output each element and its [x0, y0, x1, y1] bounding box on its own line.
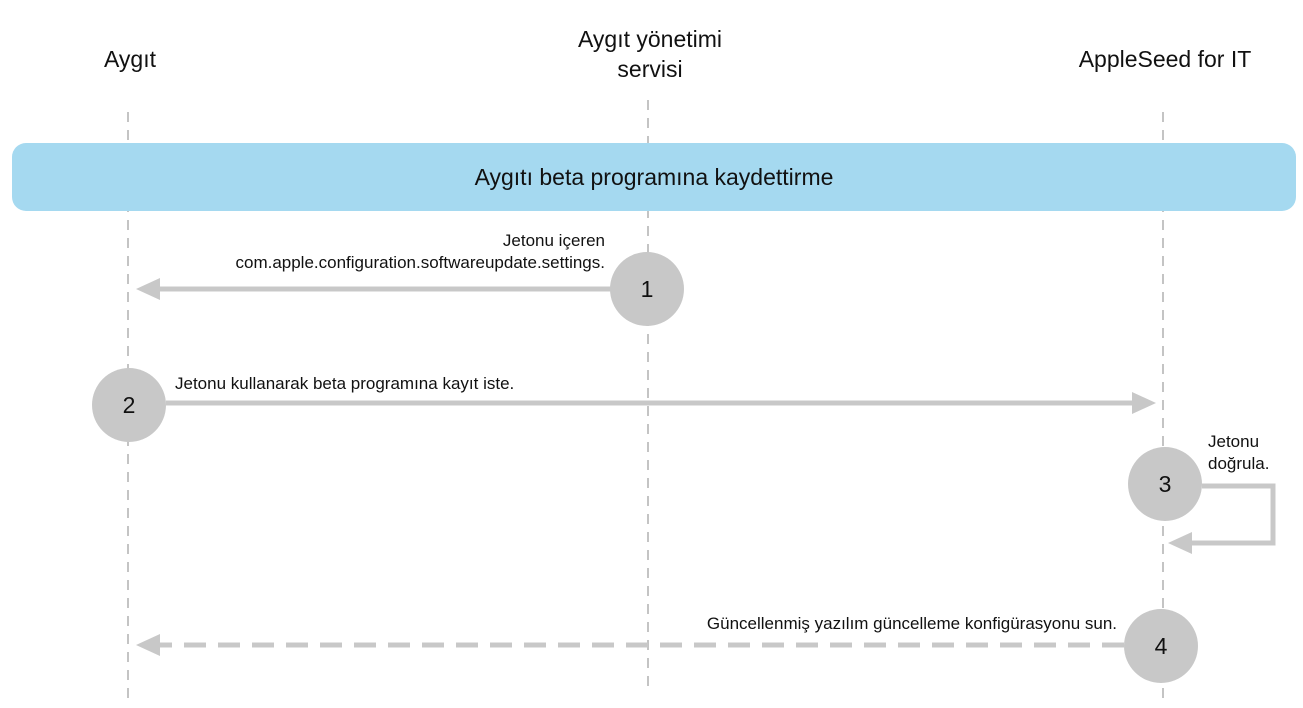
phase-banner: Aygıtı beta programına kaydettirme	[12, 143, 1296, 211]
message-step-1-line1: Jetonu içeren	[502, 231, 605, 250]
step-number-3: 3	[1158, 470, 1172, 497]
message-step-3-line1: Jetonu	[1208, 432, 1260, 451]
message-step-2: Jetonu kullanarak beta programına kayıt …	[175, 374, 515, 393]
arrow-step-1	[136, 278, 612, 300]
step-number-4: 4	[1154, 632, 1168, 659]
arrow-step-4-dashed	[136, 634, 1124, 656]
lane-label-appleseed: AppleSeed for IT	[1078, 46, 1252, 72]
phase-banner-label: Aygıtı beta programına kaydettirme	[474, 163, 834, 190]
message-step-4: Güncellenmiş yazılım güncelleme konfigür…	[706, 614, 1117, 633]
message-step-1: Jetonu içeren com.apple.configuration.so…	[235, 230, 605, 274]
step-circle-1: 1	[610, 252, 684, 326]
message-step-1-line2: com.apple.configuration.softwareupdate.s…	[235, 253, 605, 272]
message-step-3-line2: doğrula.	[1208, 454, 1270, 473]
step-circle-2: 2	[92, 368, 166, 442]
step-number-2: 2	[122, 391, 136, 418]
step-circle-3: 3	[1128, 447, 1202, 521]
lane-label-mdm-line2: servisi	[617, 56, 683, 82]
lane-label-mdm-line1: Aygıt yönetimi	[577, 26, 723, 52]
arrow-step-2	[166, 392, 1156, 414]
step-number-1: 1	[640, 275, 654, 302]
lane-label-device-management-service: Aygıt yönetimi servisi	[520, 24, 780, 84]
step-circle-4: 4	[1124, 609, 1198, 683]
lane-label-device: Aygıt	[104, 46, 156, 72]
message-step-3: Jetonu doğrula.	[1208, 431, 1269, 475]
arrow-step-3-self-loop	[1168, 483, 1276, 554]
